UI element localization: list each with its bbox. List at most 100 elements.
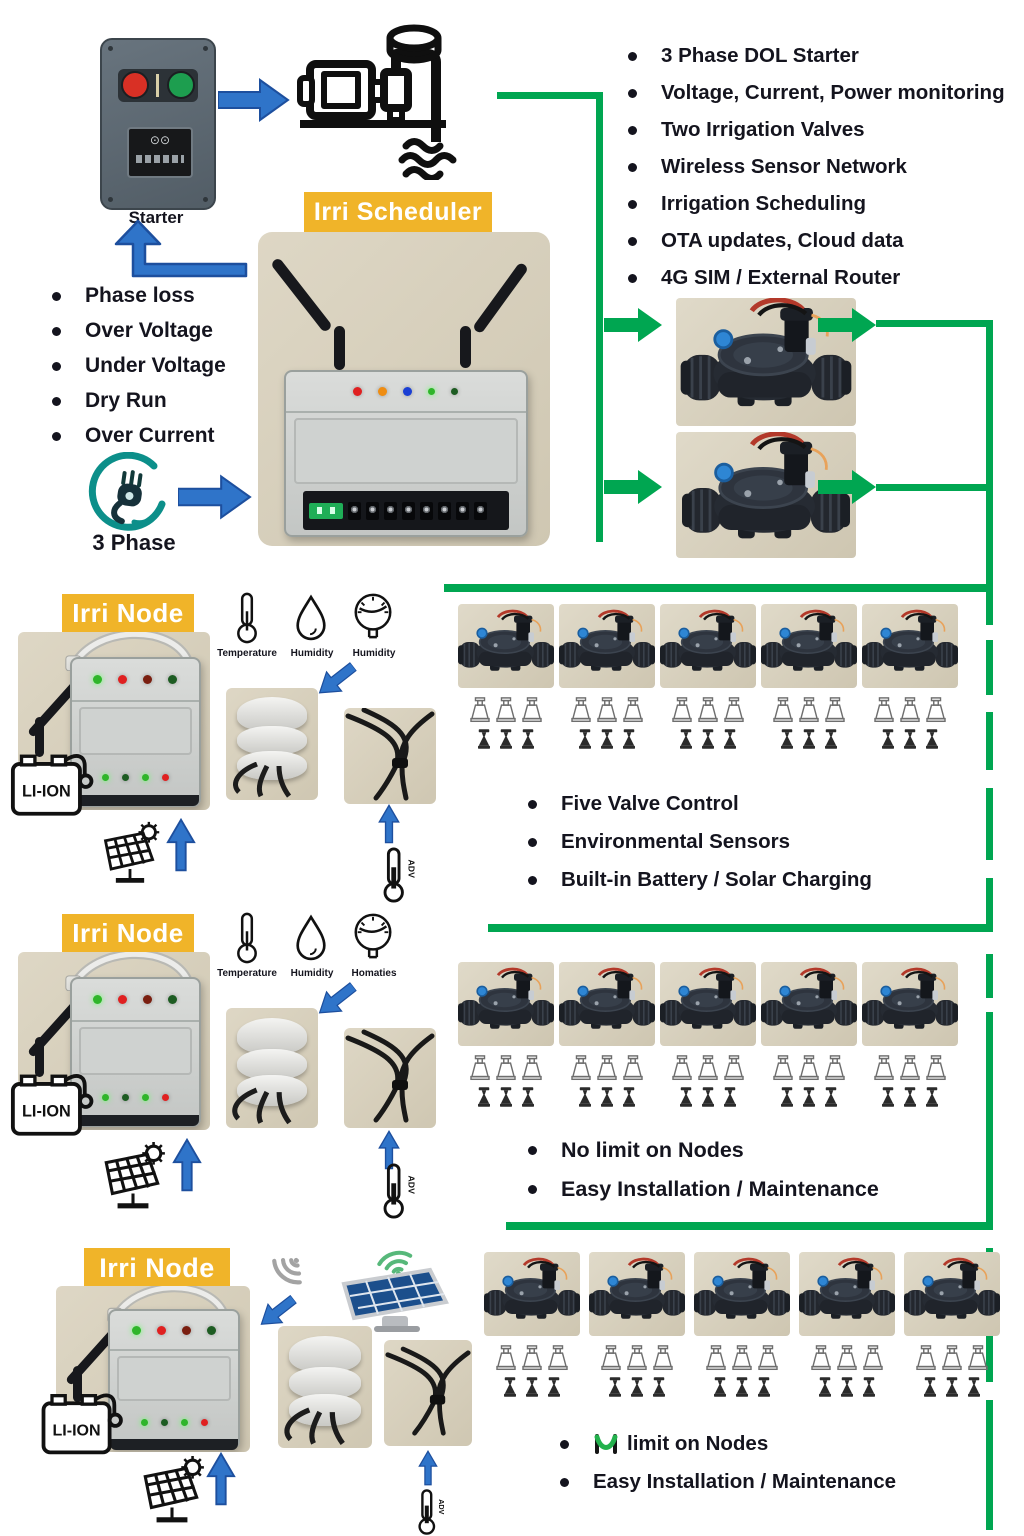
sprinkler-icon (825, 697, 845, 723)
node3-cables-photo (384, 1340, 472, 1446)
node3-battery: LI-ION (40, 1390, 132, 1458)
starter-to-pump-arrow (218, 78, 290, 122)
sprinkler-icon-dark (478, 1087, 490, 1107)
sensor-label: Homaties (351, 968, 397, 979)
sprinkler-icon (926, 697, 946, 723)
sprinkler-icon (758, 1345, 778, 1371)
connector-dash (986, 954, 993, 998)
li-ion-battery-icon: LI-ION (10, 754, 94, 816)
node-feature: Environmental Sensors (561, 830, 790, 853)
valve-photo (761, 962, 857, 1046)
node3-feature-list: limit on Nodes Easy Installation / Maint… (560, 1432, 990, 1494)
scheduler-antenna-right-base (460, 326, 472, 369)
solar-gateway-photo (330, 1266, 452, 1334)
sprinkler-icons-light-row (873, 1055, 947, 1082)
solenoid-valve-photo (862, 967, 958, 1029)
solenoid-valve-photo (559, 609, 655, 671)
soil-probe-icon: ADV (383, 1163, 417, 1219)
sprinkler-icons-light-row (671, 1055, 745, 1082)
sensor-label: Temperature (217, 968, 277, 979)
feature-item: 4G SIM / External Router (661, 266, 901, 289)
connector-dash (986, 788, 993, 860)
node1-charge-arrow (166, 814, 196, 876)
node1-probe-icon: ADV (378, 846, 422, 904)
feature-item: Irrigation Scheduling (661, 192, 867, 215)
valve-photo (761, 604, 857, 688)
sprinkler-icons-light-row (495, 1345, 569, 1372)
irri-node-photo (56, 1286, 250, 1452)
stop-button (121, 71, 150, 100)
valve-with-sprinklers (458, 604, 554, 749)
irrigation-valve-photo-2 (676, 432, 856, 558)
sprinkler-icon-dark (504, 1377, 516, 1397)
sprinkler-icons-dark-row (879, 729, 941, 749)
connector-dash (986, 712, 993, 770)
sprinkler-icon (799, 1055, 819, 1081)
valve-photo (589, 1252, 685, 1336)
sprinkler-icon (968, 1345, 988, 1371)
valve2-out-arrow (818, 468, 878, 506)
three-phase-plug-icon (88, 452, 166, 531)
node2-sensor-arrow (314, 978, 358, 1022)
soil-probe-icon: ADV (383, 847, 417, 903)
sprinkler-icon-dark (680, 1087, 692, 1107)
node2-valve-row (458, 962, 958, 1107)
solenoid-valve-photo (862, 609, 958, 671)
solar-panel-icon (104, 1142, 165, 1209)
sprinkler-icon-dark (841, 1377, 853, 1397)
sprinkler-icon-dark (926, 729, 938, 749)
sprinkler-icons-light-row (570, 697, 644, 724)
sprinkler-icons-dark-row (576, 1087, 638, 1107)
radiation-shield-sensor-photo (226, 688, 318, 800)
valve-photo (799, 1252, 895, 1336)
node3-valve-row (484, 1252, 1000, 1397)
shield-cables (232, 1087, 292, 1125)
sprinkler-icon (470, 697, 490, 723)
down-left-arrow (318, 661, 358, 694)
feature-item: 3 Phase DOL Starter (661, 44, 859, 67)
start-button (166, 71, 195, 100)
protection-list: Phase loss Over Voltage Under Voltage Dr… (52, 284, 332, 448)
sprinkler-icon (773, 697, 793, 723)
valve-with-sprinklers (799, 1252, 895, 1397)
solenoid-valve-photo (559, 967, 655, 1029)
solenoid-valve-photo (484, 1257, 580, 1319)
sprinkler-icon (942, 1345, 962, 1371)
sprinkler-icon (698, 1055, 718, 1081)
sprinkler-icon (496, 697, 516, 723)
node2-solar-icon (96, 1140, 170, 1212)
sprinkler-icon (601, 1345, 621, 1371)
soil-probe-icon: ADV (418, 1489, 446, 1535)
node3-photo (56, 1286, 250, 1452)
up-arrow (206, 1451, 236, 1506)
sprinkler-icon (597, 697, 617, 723)
sprinkler-icon-dark (579, 729, 591, 749)
protection-item: Over Voltage (85, 319, 213, 342)
solenoid-valve-photo (458, 967, 554, 1029)
sensor-label: Humidity (352, 648, 396, 659)
irri-node-photo (18, 632, 210, 810)
valve-with-sprinklers (761, 962, 857, 1107)
sprinkler-icons-light-row (772, 697, 846, 724)
sprinkler-icons-light-row (873, 697, 947, 724)
solenoid-valve-photo (458, 609, 554, 671)
right-arrow (178, 474, 252, 520)
valve-photo (694, 1252, 790, 1336)
scheduler-to-starter-arrow (114, 219, 248, 278)
shield-cables (233, 761, 292, 798)
sprinkler-icon-dark (882, 729, 894, 749)
node3-wifi-green-icon (364, 1232, 424, 1282)
sprinkler-icon (470, 1055, 490, 1081)
node1-gauge-icon (350, 590, 396, 642)
connector-line (876, 484, 993, 491)
water-pump-icon (297, 24, 457, 180)
irri-scheduler-photo (258, 232, 550, 546)
connector-line (497, 92, 603, 99)
sprinkler-icon (916, 1345, 936, 1371)
sprinkler-icon (863, 1345, 883, 1371)
sprinkler-icons-light-row (915, 1345, 989, 1372)
sprinkler-icon-dark (724, 1087, 736, 1107)
sprinkler-icon-dark (623, 729, 635, 749)
sprinkler-icon (672, 697, 692, 723)
valve-photo (484, 1252, 580, 1336)
